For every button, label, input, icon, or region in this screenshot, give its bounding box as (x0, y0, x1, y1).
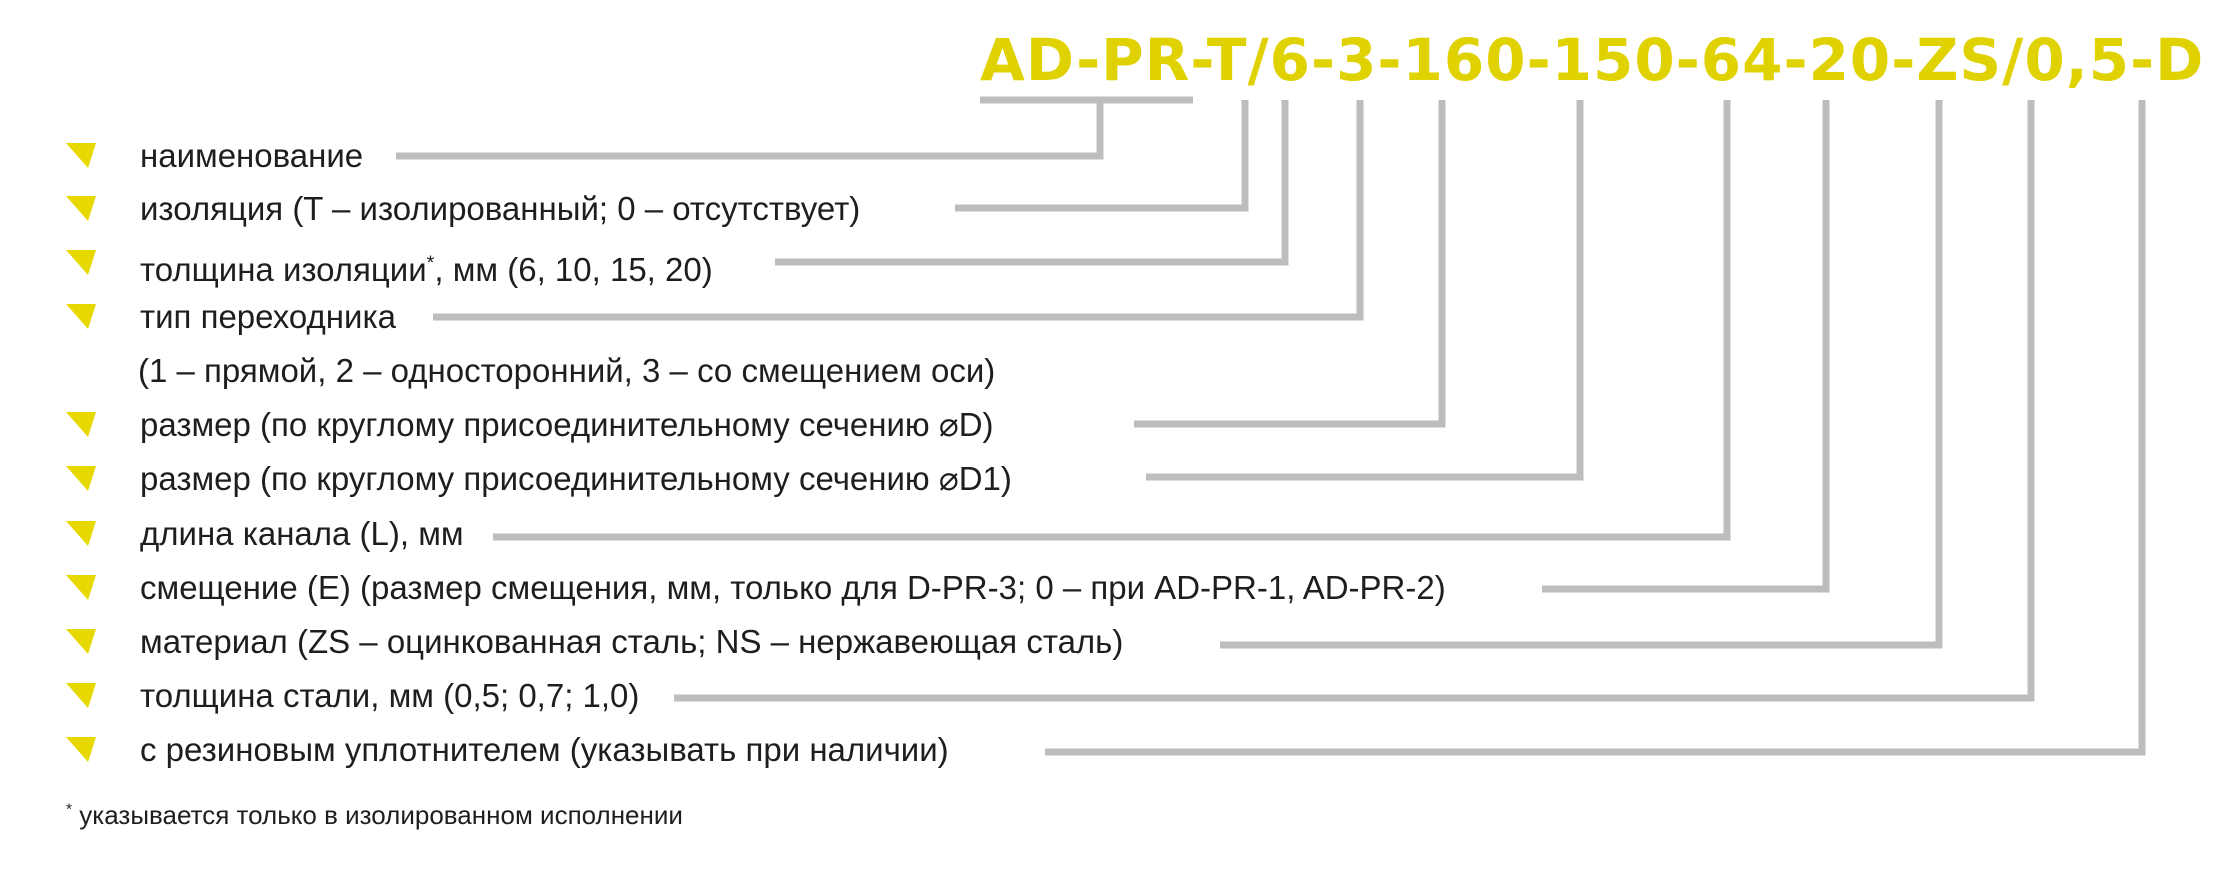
connector-rubber-seal (1045, 100, 2146, 756)
label-material: материал (ZS – оцинкованная сталь; NS – … (140, 623, 1124, 660)
bullet-icons (66, 143, 96, 762)
connector-size-d1 (1146, 100, 1584, 481)
connector-channel-length (493, 100, 1731, 541)
connector-size-d (1134, 100, 1446, 428)
bullet-icon (66, 629, 96, 654)
connector-name (396, 100, 1104, 160)
bullet-icon (66, 143, 96, 168)
bullet-icon (66, 521, 96, 546)
label-offset: смещение (E) (размер смещения, мм, тольк… (140, 569, 1446, 606)
footnote-text: указывается только в изолированном испол… (72, 800, 683, 830)
bullet-icon (66, 196, 96, 221)
product-code: AD-PR-T/6-3-160-150-64-20-ZS/0,5-D (980, 26, 2204, 94)
label-adapter-type: тип переходника (140, 298, 396, 335)
label-insulation: изоляция (T – изолированный; 0 – отсутст… (140, 190, 861, 227)
connector-insulation-thickness (775, 100, 1289, 266)
bullet-icon (66, 683, 96, 708)
footnote-marker: * (426, 252, 435, 274)
label-adapter-type-options: (1 – прямой, 2 – односторонний, 3 – со с… (138, 352, 996, 389)
connector-insulation (955, 100, 1249, 212)
label-insulation-thickness: толщина изоляции*, мм (6, 10, 15, 20) (140, 243, 713, 290)
label-size-d1: размер (по круглому присоединительному с… (140, 460, 1012, 497)
bullet-icon (66, 250, 96, 275)
footnote: * указывается только в изолированном исп… (66, 800, 683, 831)
bullet-icon (66, 466, 96, 491)
label-name: наименование (140, 137, 364, 174)
bullet-icon (66, 304, 96, 329)
label-rubber-seal: с резиновым уплотнителем (указывать при … (140, 731, 949, 768)
label-insulation-thickness-text: толщина изоляции (140, 251, 427, 288)
label-steel-thickness: толщина стали, мм (0,5; 0,7; 1,0) (140, 677, 640, 714)
bullet-icon (66, 412, 96, 437)
bullet-icon (66, 737, 96, 762)
label-channel-length: длина канала (L), мм (140, 515, 464, 552)
footnote-mark: * (66, 801, 73, 819)
connector-material (1220, 100, 1943, 649)
connector-adapter-type (433, 100, 1364, 321)
label-size-d: размер (по круглому присоединительному с… (140, 406, 994, 443)
connector-offset (1542, 100, 1830, 593)
connector-steel-thickness (674, 100, 2035, 702)
label-insulation-thickness-suffix: , мм (6, 10, 15, 20) (434, 251, 713, 288)
bullet-icon (66, 575, 96, 600)
